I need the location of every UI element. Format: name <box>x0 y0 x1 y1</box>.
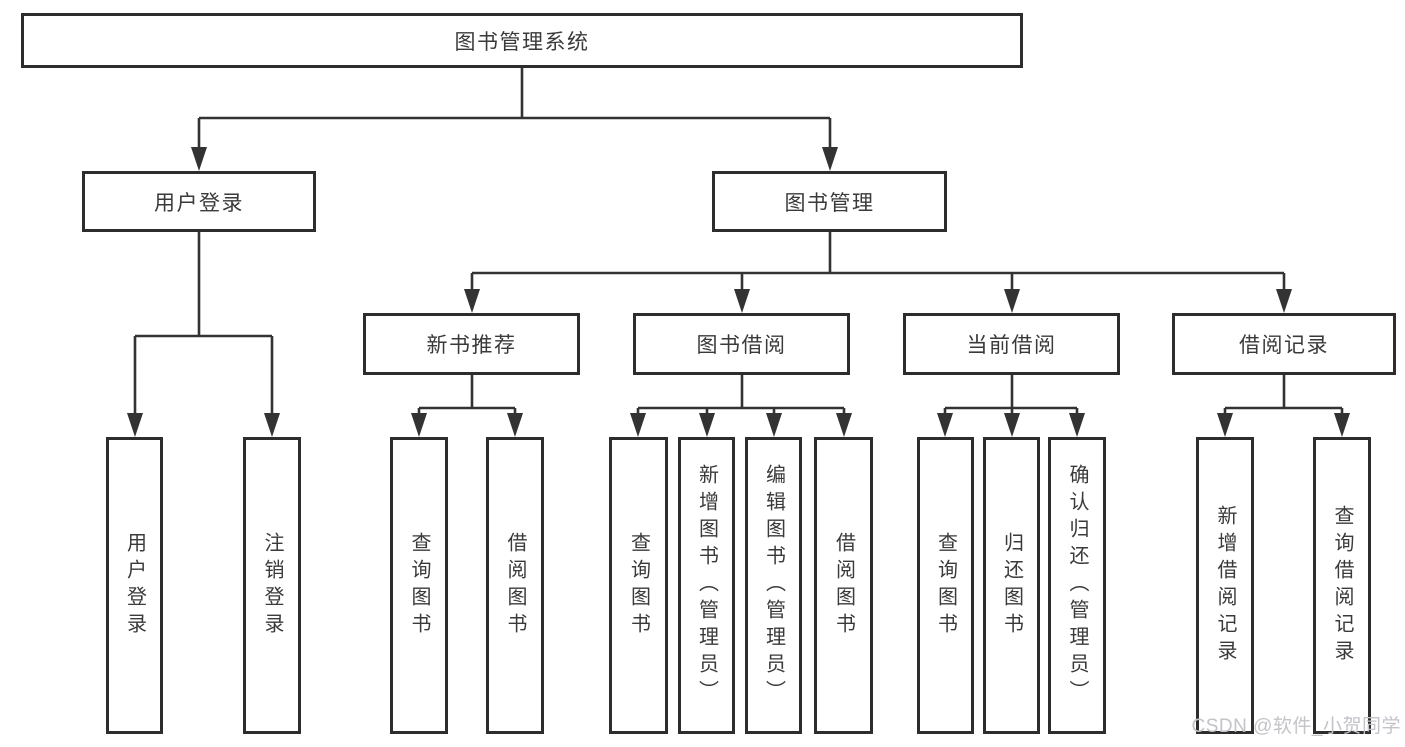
node-label: 查询图书 <box>934 531 957 640</box>
leaf-borrow-books-recommend: 借阅图书 <box>486 437 544 734</box>
arrowheads <box>127 147 1350 437</box>
node-label: 新增图书（管理员） <box>695 464 718 707</box>
node-label: 借阅记录 <box>1239 334 1329 357</box>
leaf-confirm-return-admin: 确认归还（管理员） <box>1048 437 1106 734</box>
leaf-query-books-recommend: 查询图书 <box>390 437 448 734</box>
node-library-management-system: 图书管理系统 <box>21 13 1023 68</box>
node-label: 图书借阅 <box>696 334 787 357</box>
leaf-query-books-borrowing: 查询图书 <box>609 437 668 734</box>
node-label: 新书推荐 <box>426 334 517 357</box>
node-new-book-recommendation: 新书推荐 <box>363 313 580 375</box>
node-label: 新增借阅记录 <box>1214 504 1236 667</box>
leaf-logout: 注销登录 <box>243 437 301 734</box>
leaf-borrow-books: 借阅图书 <box>814 437 873 734</box>
node-label: 用户登录 <box>123 531 146 640</box>
node-label: 借阅图书 <box>832 531 855 640</box>
leaf-query-books-current: 查询图书 <box>917 437 974 734</box>
node-label: 注销登录 <box>261 531 283 640</box>
leaf-return-books: 归还图书 <box>983 437 1040 734</box>
leaf-edit-books-admin: 编辑图书（管理员） <box>745 437 802 734</box>
node-label: 用户登录 <box>154 191 244 215</box>
node-book-borrowing: 图书借阅 <box>633 313 850 375</box>
leaf-user-login: 用户登录 <box>106 437 163 734</box>
leaf-add-books-admin: 新增图书（管理员） <box>678 437 735 734</box>
node-label: 当前借阅 <box>966 334 1057 357</box>
node-label: 借阅图书 <box>504 531 526 640</box>
leaf-add-borrow-record: 新增借阅记录 <box>1196 437 1254 734</box>
node-label: 图书管理系统 <box>454 30 590 54</box>
node-label: 查询图书 <box>627 531 650 640</box>
node-borrowing-records: 借阅记录 <box>1172 313 1396 375</box>
node-book-management: 图书管理 <box>712 171 947 232</box>
node-label: 查询图书 <box>408 531 430 640</box>
csdn-watermark: CSDN @软件_小贺同学 <box>1191 716 1401 737</box>
node-label: 确认归还（管理员） <box>1066 464 1088 707</box>
node-label: 图书管理 <box>784 191 875 215</box>
node-current-borrowing: 当前借阅 <box>903 313 1120 375</box>
node-label: 归还图书 <box>1000 531 1023 640</box>
leaf-query-borrow-record: 查询借阅记录 <box>1313 437 1371 734</box>
node-user-login: 用户登录 <box>82 171 316 232</box>
node-label: 编辑图书（管理员） <box>762 464 785 707</box>
node-label: 查询借阅记录 <box>1331 504 1353 667</box>
